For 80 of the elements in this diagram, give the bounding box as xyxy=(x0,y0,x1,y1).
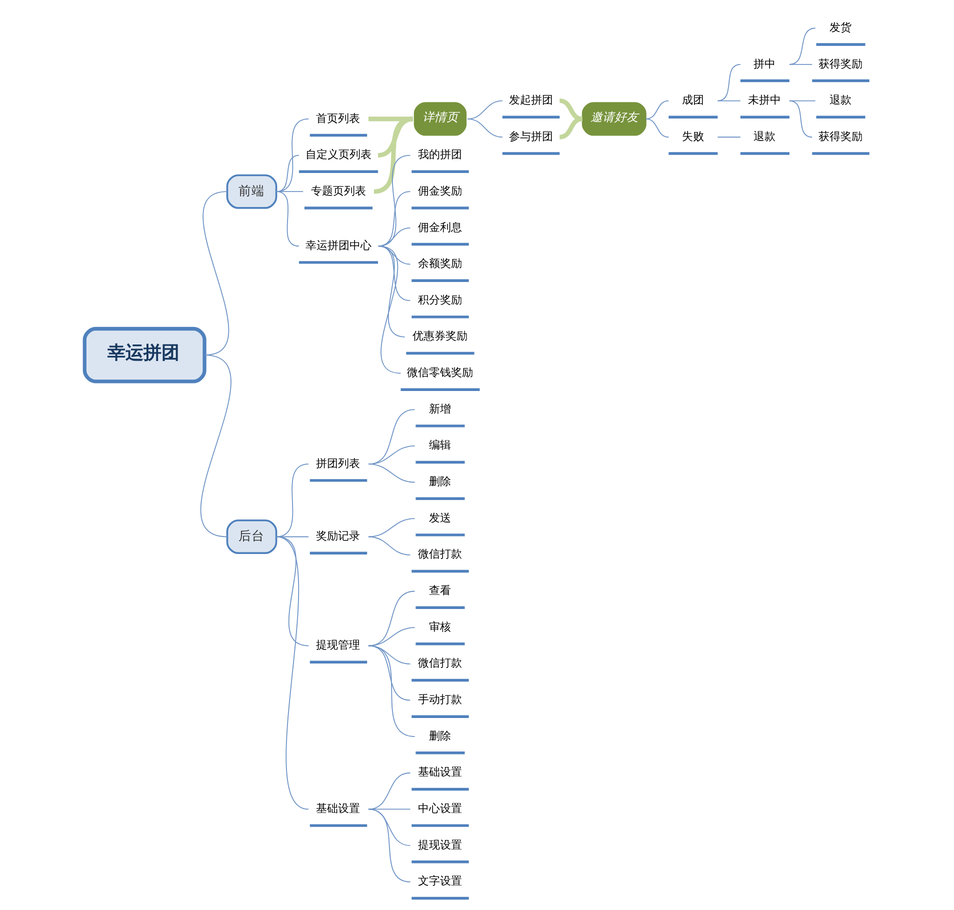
connector xyxy=(368,445,416,465)
node-text: 微信零钱奖励 xyxy=(407,366,474,380)
node-text: 删除 xyxy=(428,475,451,488)
node-text: 文字设置 xyxy=(418,874,462,888)
connector xyxy=(276,191,300,247)
connector xyxy=(368,772,411,810)
node-text: 获得奖励 xyxy=(818,57,863,70)
node-box: 后台 xyxy=(226,519,278,554)
connector xyxy=(378,246,411,302)
connector xyxy=(645,118,670,138)
connector xyxy=(788,100,813,138)
connector xyxy=(368,116,413,122)
node-text: 专题页列表 xyxy=(310,184,366,198)
connector xyxy=(378,246,402,374)
connector xyxy=(378,154,411,247)
node-box: 幸运拼团 xyxy=(82,326,206,384)
node-box: 邀请好友 xyxy=(582,102,646,136)
connector xyxy=(368,536,411,556)
connector xyxy=(276,536,309,810)
node-text: 退款 xyxy=(829,94,852,107)
connector xyxy=(368,518,416,538)
connector xyxy=(202,191,230,356)
node-text: 首页列表 xyxy=(316,112,360,125)
connector xyxy=(378,227,411,247)
connector xyxy=(276,464,309,538)
connector xyxy=(368,464,416,483)
connector xyxy=(559,98,583,122)
node-text: 幸运拼团中心 xyxy=(305,238,372,252)
node-text: 奖励记录 xyxy=(316,530,360,543)
node-text: 基础设置 xyxy=(418,766,462,779)
node-text: 微信打款 xyxy=(418,656,462,670)
node-text: 编辑 xyxy=(428,438,451,452)
node-text: 发送 xyxy=(428,511,451,524)
node-text: 佣金利息 xyxy=(418,220,462,234)
node-text: 自定义页列表 xyxy=(305,148,372,162)
connector xyxy=(717,100,741,102)
connector xyxy=(368,627,416,646)
connector xyxy=(200,354,232,538)
node-text: 手动打款 xyxy=(418,693,462,706)
node-text: 失败 xyxy=(682,130,704,143)
connector xyxy=(276,118,309,192)
node-text: 积分奖励 xyxy=(418,293,462,306)
connector xyxy=(374,116,414,194)
node-text: 审核 xyxy=(428,620,451,634)
connector xyxy=(717,136,741,138)
node-text: 删除 xyxy=(428,729,451,742)
connector xyxy=(368,808,411,882)
node-text: 拼中 xyxy=(754,57,776,70)
node-text: 参与拼团 xyxy=(508,130,553,143)
connector xyxy=(788,64,813,65)
connector xyxy=(788,28,816,65)
node-text: 退款 xyxy=(754,130,776,143)
node-text: 发起拼团 xyxy=(508,94,553,107)
node-box: 前端 xyxy=(226,174,278,209)
node-text: 提现设置 xyxy=(418,838,462,852)
node-text: 新增 xyxy=(428,402,451,416)
node-text: 余额奖励 xyxy=(418,257,462,270)
connector xyxy=(276,191,304,192)
connector xyxy=(559,116,583,140)
node-text: 拼团列表 xyxy=(316,456,360,470)
connector xyxy=(368,645,416,738)
connector xyxy=(467,118,503,138)
connector xyxy=(368,590,416,646)
connector xyxy=(717,64,741,102)
connector xyxy=(378,191,411,247)
node-text: 佣金奖励 xyxy=(418,184,462,198)
node-text: 未拼中 xyxy=(748,94,782,107)
node-box: 详情页 xyxy=(414,102,467,136)
node-text: 获得奖励 xyxy=(818,130,863,143)
node-text: 优惠券奖励 xyxy=(412,330,468,343)
node-text: 成团 xyxy=(682,94,704,107)
node-text: 我的拼团 xyxy=(418,148,462,162)
connector xyxy=(645,100,670,120)
node-text: 提现管理 xyxy=(316,638,360,652)
node-text: 发货 xyxy=(829,20,852,34)
node-text: 中心设置 xyxy=(418,802,462,816)
node-text: 查看 xyxy=(428,584,451,598)
connector xyxy=(368,409,416,465)
node-text: 基础设置 xyxy=(316,802,360,816)
node-text: 微信打款 xyxy=(418,548,462,561)
